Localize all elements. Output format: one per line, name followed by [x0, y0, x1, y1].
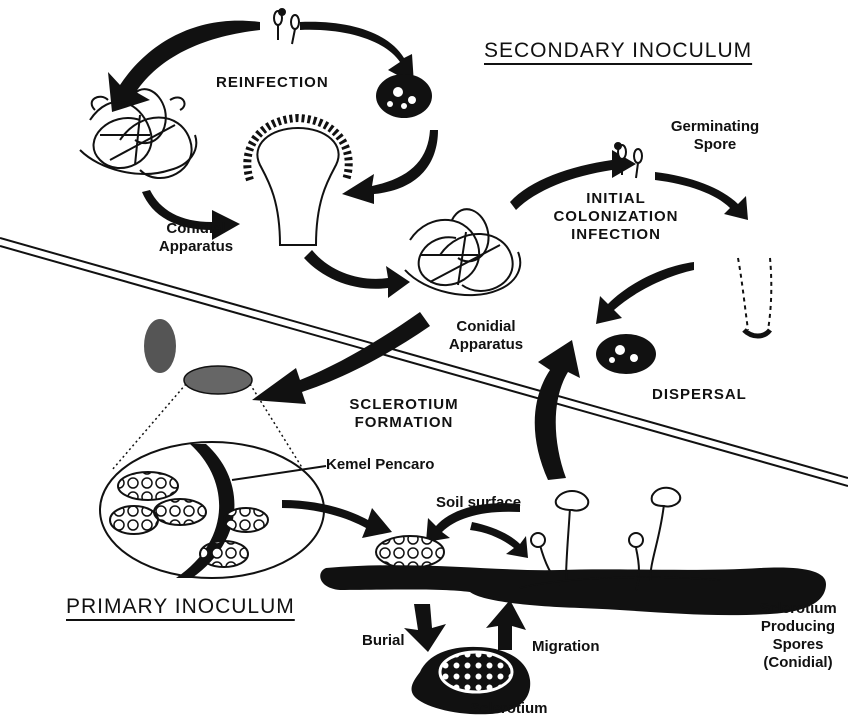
sclerotium-producing-spores-label: Sclerotium Producing Spores (Conidial) — [759, 600, 837, 671]
kernel-pencaro-label: Kemel Pencaro — [326, 456, 435, 473]
kernel-icon — [144, 319, 253, 395]
migration-label: Migration — [532, 638, 600, 655]
sclerotium-formation-label: SCLEROTIUM FORMATION — [349, 396, 459, 431]
soil-surface-label: Soil surface — [436, 494, 522, 511]
conidial-apparatus-center-icon — [404, 208, 522, 297]
colonization-arrows — [510, 150, 748, 324]
buried-sclerotium-icon — [438, 650, 514, 694]
soil-sclerotium-icon — [375, 535, 445, 569]
kernel-cross-section — [99, 441, 327, 579]
ground-line — [0, 237, 848, 487]
dispersal-label: DISPERSAL — [652, 386, 747, 403]
cross-section-arrows — [282, 500, 528, 558]
germinating-spore-icon — [614, 142, 643, 179]
dispersal-sclerotium-icon — [596, 334, 656, 374]
zoom-lines — [111, 383, 317, 491]
spores-top-icon — [273, 8, 300, 45]
burial-migration-arrows — [404, 600, 526, 652]
initial-colonization-label: INITIAL COLONIZATION INFECTION — [553, 190, 679, 243]
germinating-spore-label: Germinating Spore — [670, 118, 760, 153]
sclerotium-mass-icon — [376, 74, 432, 118]
conidiophore-fan-icon — [243, 113, 353, 246]
primary-inoculum-title: PRIMARY INOCULUM — [66, 595, 295, 618]
secondary-inoculum-title: SECONDARY INOCULUM — [484, 39, 753, 62]
infected-kernel-icon — [737, 257, 773, 339]
reinfection-label: REINFECTION — [216, 74, 329, 91]
conidial-apparatus-left-label: Conidial Apparatus — [158, 220, 234, 255]
conidial-apparatus-center-label: Conidial Apparatus — [448, 318, 524, 353]
burial-label: Burial — [362, 632, 405, 649]
spore-rise-arrow — [534, 340, 580, 480]
conidial-apparatus-left-icon — [79, 88, 198, 180]
sclerotium-label: Sclerotium — [470, 700, 548, 717]
fruiting-bodies-icon — [519, 486, 721, 591]
sclerotium-formation-arrow — [252, 312, 430, 404]
